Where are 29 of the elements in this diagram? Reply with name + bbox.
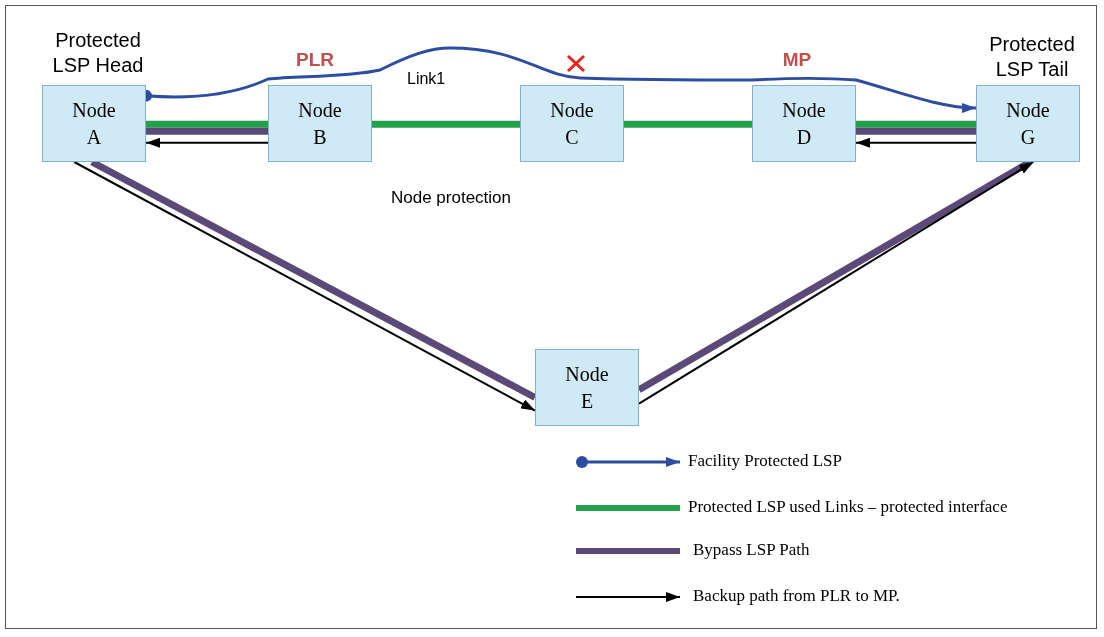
arrow xyxy=(145,137,269,148)
node-label: Node G xyxy=(1005,97,1051,150)
node-label: Node D xyxy=(781,97,827,150)
node-label: Node A xyxy=(71,97,117,150)
link-line xyxy=(856,120,976,128)
node-caption: Protected LSP Head xyxy=(51,28,145,78)
link-line xyxy=(146,120,268,128)
link-line xyxy=(624,120,752,128)
node-box xyxy=(42,85,146,162)
legend-text: Backup path from PLR to MP. xyxy=(693,586,900,606)
arrow xyxy=(855,137,977,148)
link-line xyxy=(146,127,268,135)
note-label: Node protection xyxy=(391,188,512,208)
node-box xyxy=(520,85,624,162)
legend-text: Bypass LSP Path xyxy=(693,540,810,560)
node-box xyxy=(268,85,372,162)
node-label: Node C xyxy=(549,97,595,150)
node-label: Node E xyxy=(564,361,610,414)
node-box xyxy=(535,349,639,426)
link-line xyxy=(372,120,520,128)
role-label: PLR xyxy=(296,48,334,72)
node-caption: Protected LSP Tail xyxy=(988,32,1076,82)
legend-text: Facility Protected LSP xyxy=(688,451,842,471)
node-label: Node B xyxy=(297,97,343,150)
link-line xyxy=(856,127,976,135)
role-label: MP xyxy=(782,48,812,72)
node-box xyxy=(976,85,1080,162)
legend-text: Protected LSP used Links – protected interface xyxy=(688,497,1008,517)
node-box xyxy=(752,85,856,162)
